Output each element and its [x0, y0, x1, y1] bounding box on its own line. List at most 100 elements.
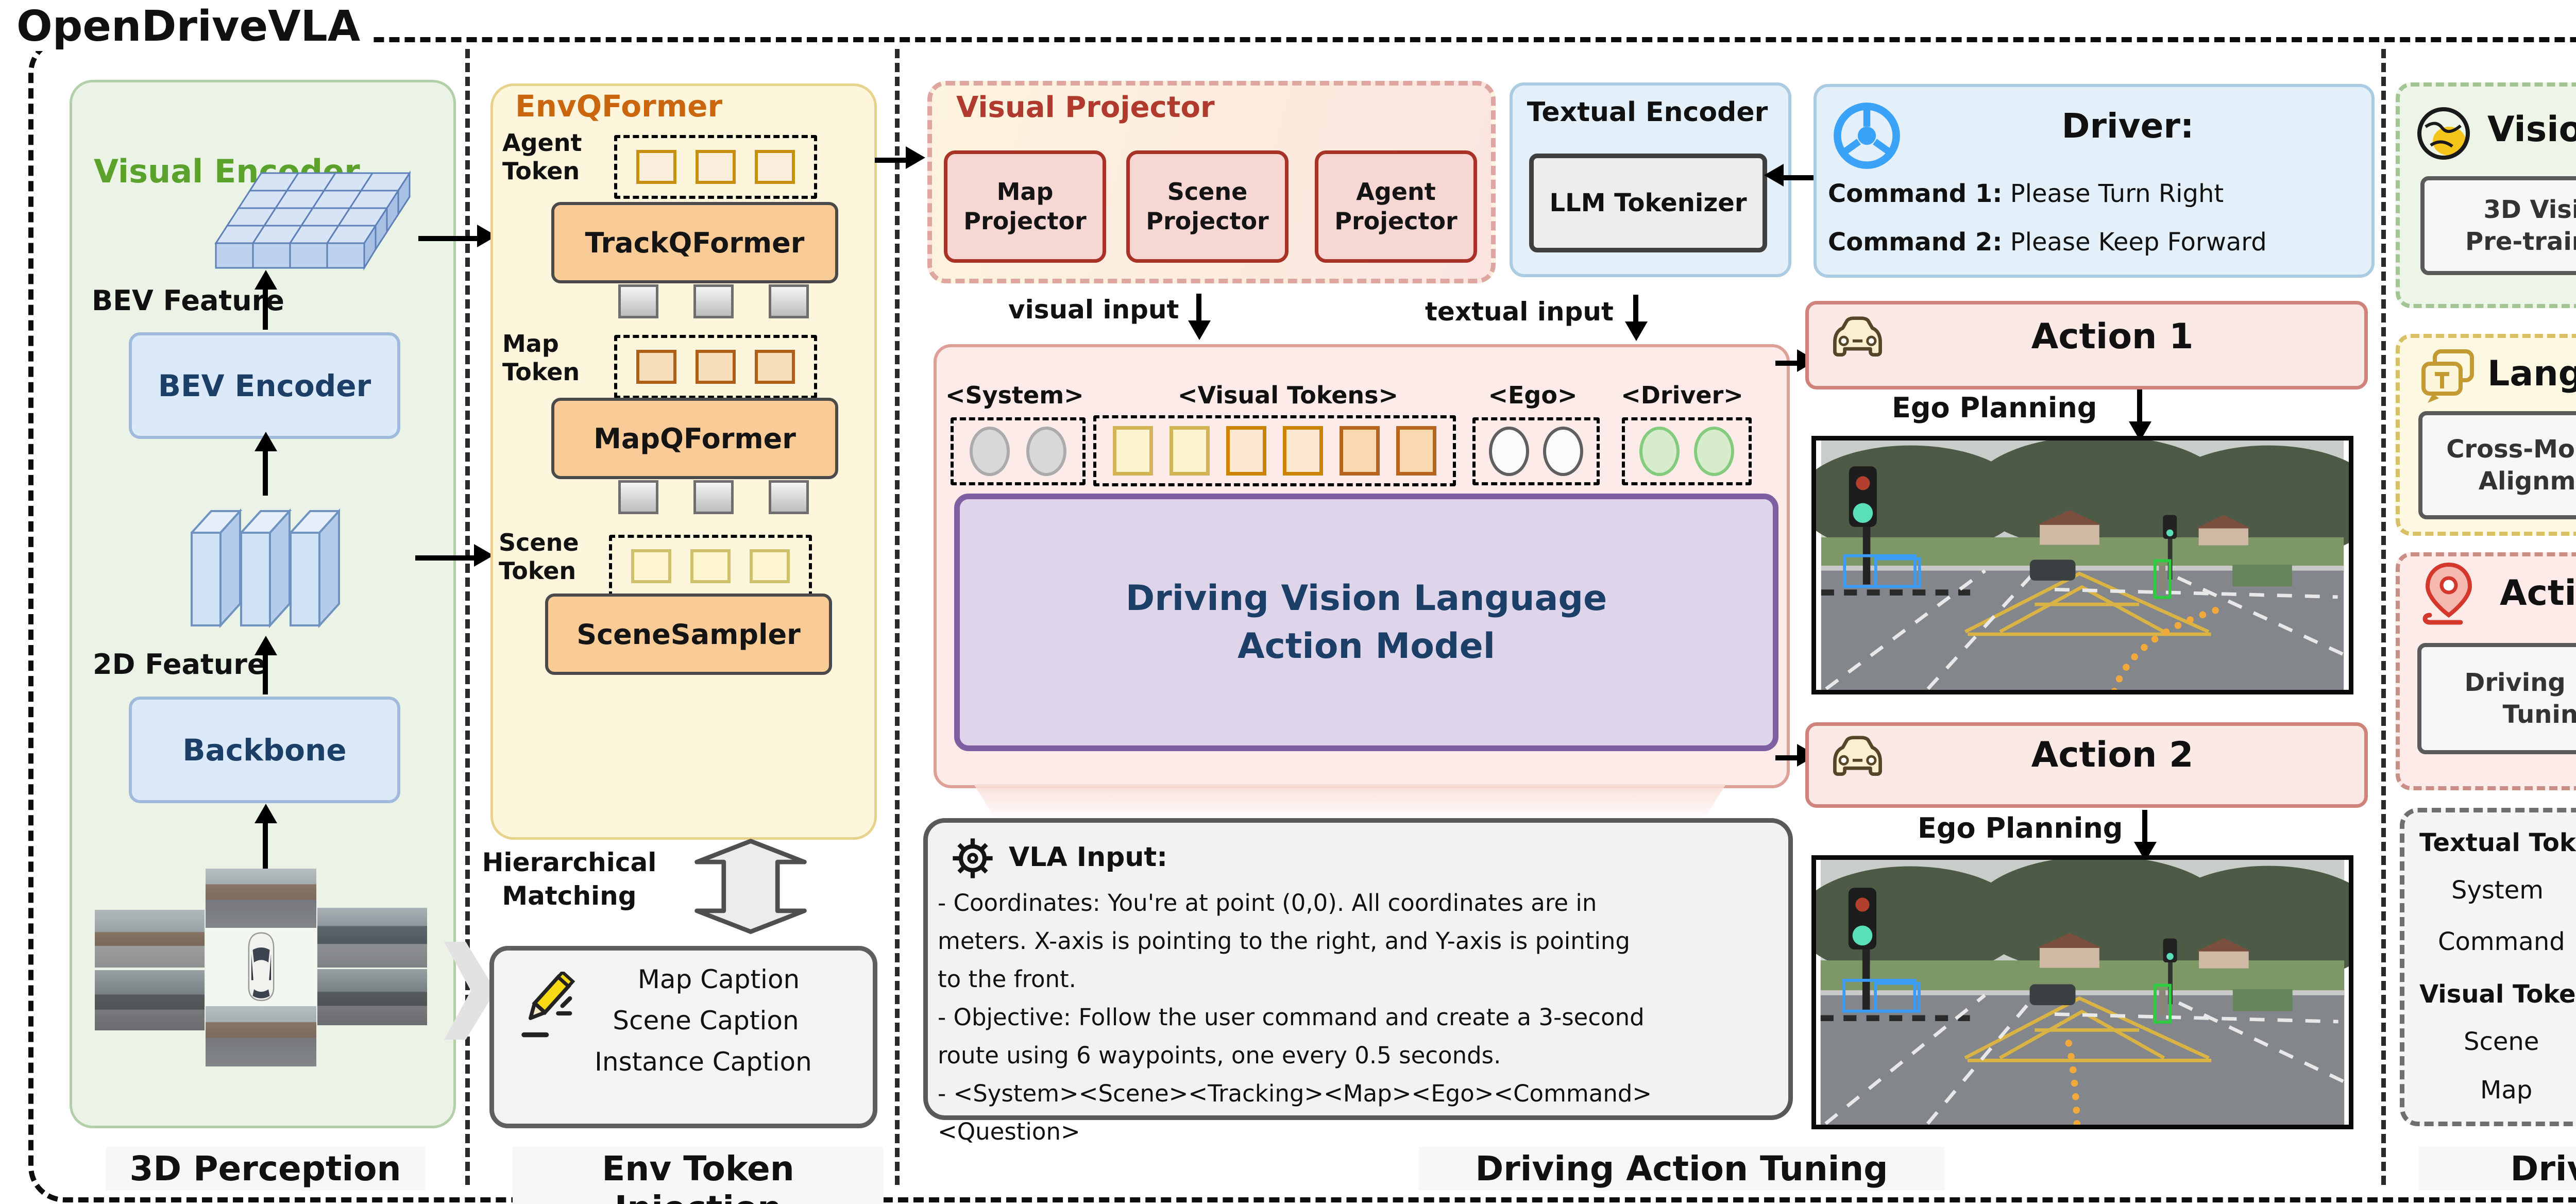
- ego-car-top-icon: [248, 932, 274, 1002]
- ego-car-tile: [206, 928, 316, 1006]
- command2-text: Please Keep Forward: [2010, 228, 2267, 257]
- scene-token: [1113, 426, 1153, 476]
- arrow-right-line: [1775, 755, 1799, 760]
- visual-token-group: [1093, 415, 1456, 486]
- backbone-box: Backbone: [129, 697, 400, 803]
- vla-input-title: VLA Input:: [1009, 842, 1167, 873]
- arrow-down-icon: [1188, 320, 1211, 340]
- agent-token-label: Agent Token: [502, 129, 582, 185]
- gear-icon: [953, 838, 993, 878]
- vla-line: - Objective: Follow the user command and…: [938, 1004, 1645, 1031]
- bev-feature-label: BEV Feature: [92, 284, 284, 317]
- agent-token-row: [614, 135, 817, 199]
- car-front-icon: [1833, 736, 1882, 776]
- caption-line-instance: Instance Caption: [595, 1047, 812, 1077]
- map-token-label: Map Token: [502, 330, 580, 386]
- learnable-token-square: [693, 284, 734, 318]
- learnable-row: [618, 480, 809, 514]
- double-arrow-icon: [694, 839, 807, 934]
- agent-token-square: [636, 150, 676, 184]
- scene-projector-box: Scene Projector: [1126, 150, 1289, 263]
- command1-label: Command 1:: [1828, 179, 2003, 208]
- learnable-token-square: [769, 480, 809, 514]
- arrow-right-line: [1775, 361, 1799, 366]
- feature-2d-stack-icon: [191, 508, 340, 629]
- legend-system-label: System: [2451, 876, 2544, 905]
- camera-back-image: [206, 1006, 316, 1066]
- globe-icon: [2417, 107, 2470, 160]
- scene-token: [1170, 426, 1210, 476]
- command-token: [1639, 427, 1680, 476]
- arrow-up-line: [263, 653, 268, 694]
- driver-command1: Command 1: Please Turn Right: [1828, 179, 2224, 208]
- textual-input-label: textual input: [1425, 297, 1614, 327]
- arrow-up-icon: [255, 804, 277, 823]
- vla-line: meters. X-axis is pointing to the right,…: [938, 927, 1630, 955]
- caption-line-scene: Scene Caption: [613, 1006, 799, 1036]
- map-token-row: [614, 335, 817, 399]
- command1-text: Please Turn Right: [2010, 179, 2224, 208]
- vla-model-line2: Action Model: [1237, 626, 1496, 667]
- arrow-right-icon: [906, 146, 925, 169]
- command-token: [1694, 427, 1734, 476]
- pipeline-language-title: Language: [2487, 353, 2576, 394]
- system-token: [970, 427, 1010, 476]
- legend-scene-label: Scene: [2464, 1027, 2539, 1056]
- driver-title: Driver:: [2061, 106, 2194, 146]
- ego-token-label: <Ego>: [1488, 381, 1578, 409]
- mapqformer-box: MapQFormer: [551, 398, 838, 479]
- scene-token-row: [609, 535, 812, 598]
- arrow-down-icon: [1625, 321, 1648, 341]
- arrow-left-line: [1784, 175, 1814, 180]
- map-token: [1396, 426, 1436, 476]
- system-token-label: <System>: [945, 381, 1084, 409]
- map-token-square: [636, 350, 676, 384]
- bev-encoder-box: BEV Encoder: [129, 332, 400, 439]
- map-pin-icon: [2422, 562, 2472, 625]
- visual-tokens-label: <Visual Tokens>: [1177, 381, 1399, 409]
- pencil-icon: [521, 972, 575, 1038]
- legend-command-label: Command: [2438, 927, 2565, 956]
- separator-tuning-pipeline: [2381, 49, 2386, 1185]
- scenesampler-box: SceneSampler: [545, 593, 832, 675]
- instance-token: [1226, 426, 1266, 476]
- action1-box: [1805, 301, 2368, 389]
- command2-label: Command 2:: [1828, 228, 2003, 257]
- learnable-row: [618, 284, 809, 318]
- vla-model-box: Driving Vision Language Action Model: [954, 494, 1778, 751]
- pipeline-action-title: Action: [2500, 573, 2576, 614]
- section-label-pipeline: DriveVLA Pipeline: [2419, 1147, 2576, 1191]
- scene-token-label: Scene Token: [499, 529, 579, 585]
- camera-back-right-image: [317, 969, 427, 1025]
- instance-token: [1283, 426, 1323, 476]
- system-token-group: [951, 417, 1086, 485]
- arrow-up-icon: [255, 636, 277, 655]
- scene-token-square: [750, 549, 790, 583]
- token-legend: [2400, 808, 2576, 1126]
- arrow-right-icon: [474, 544, 494, 567]
- car-front-icon: [1833, 316, 1882, 357]
- arrow-right-line: [875, 158, 908, 163]
- bev-feature-grid-icon: [215, 172, 411, 271]
- hierarchical-matching-label: Hierarchical Matching: [482, 847, 657, 911]
- envqformer-title: EnvQFormer: [515, 89, 723, 124]
- agent-projector-box: Agent Projector: [1315, 150, 1477, 263]
- chat-icon: [2421, 349, 2474, 403]
- arrow-left-icon: [1764, 164, 1784, 186]
- ego-state-token: [1489, 427, 1530, 476]
- legend-textual-title: Textual Token:: [2419, 828, 2576, 857]
- model-pedestal: [974, 784, 1726, 820]
- map-token-square: [696, 350, 736, 384]
- camera-back-left-image: [95, 970, 205, 1030]
- separator-perception-injection: [465, 49, 470, 1185]
- ego-planning-image-2: [1811, 855, 2353, 1129]
- driver-panel: [1814, 84, 2375, 278]
- arrow-up-line: [263, 449, 268, 496]
- driver-token-group: [1622, 417, 1752, 485]
- arrow-down-line: [1196, 294, 1201, 323]
- learnable-token-square: [618, 480, 658, 514]
- visual-projector-title: Visual Projector: [956, 91, 1215, 124]
- legend-map-label: Map: [2480, 1076, 2533, 1105]
- legend-visual-title: Visual Token:: [2419, 980, 2576, 1009]
- vla-model-line1: Driving Vision Language: [1125, 578, 1607, 619]
